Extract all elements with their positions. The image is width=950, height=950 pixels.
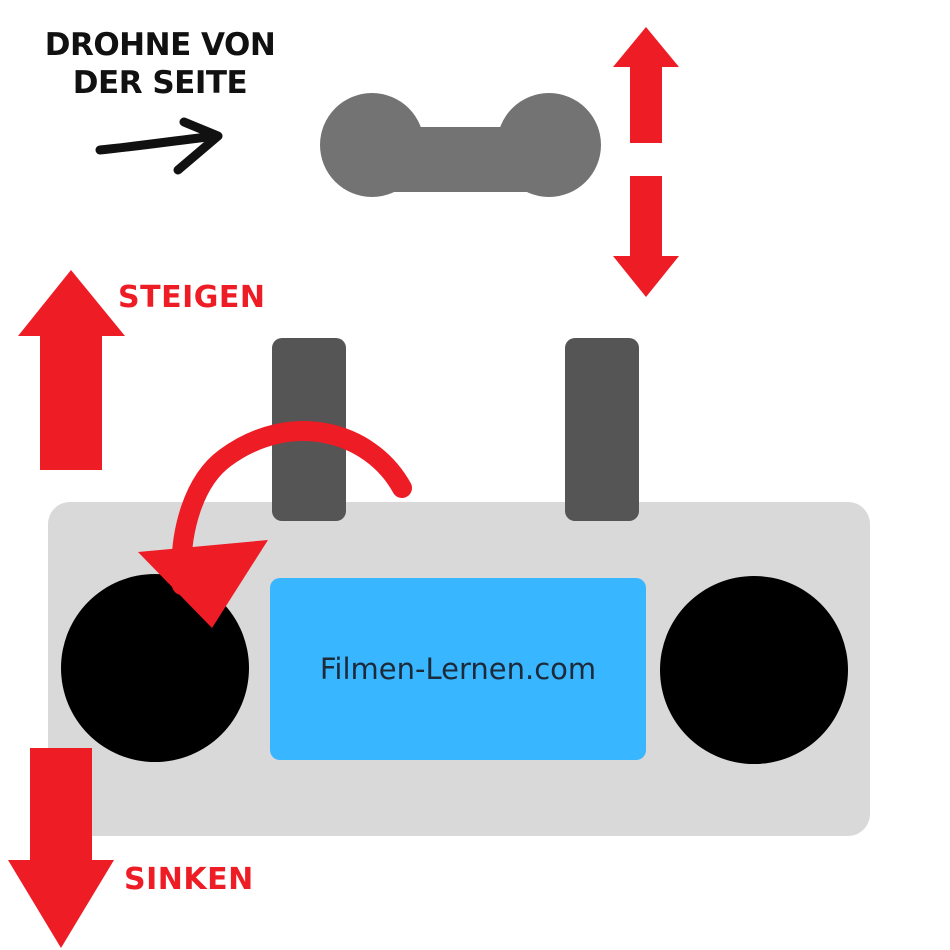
up-arrow-icon: [18, 270, 125, 470]
pointer-arrow-icon: [95, 117, 223, 175]
drone-side-view-icon: [320, 93, 601, 197]
screen-label: Filmen-Lernen.com: [319, 652, 597, 686]
label-sinken: SINKEN: [124, 862, 254, 897]
right-control-stick: [660, 576, 848, 764]
label-steigen: STEIGEN: [118, 280, 266, 315]
title-line-2: DER SEITE: [72, 65, 248, 101]
title-line-1: DROHNE VON: [44, 27, 276, 63]
remote-screen: Filmen-Lernen.com: [270, 578, 646, 760]
diagram-title: DROHNE VON DER SEITE: [20, 26, 300, 102]
curved-arrow-icon: [138, 421, 412, 628]
right-antenna: [565, 338, 639, 521]
vertical-movement-arrow-icon: [613, 27, 679, 297]
down-arrow-icon: [8, 748, 114, 948]
